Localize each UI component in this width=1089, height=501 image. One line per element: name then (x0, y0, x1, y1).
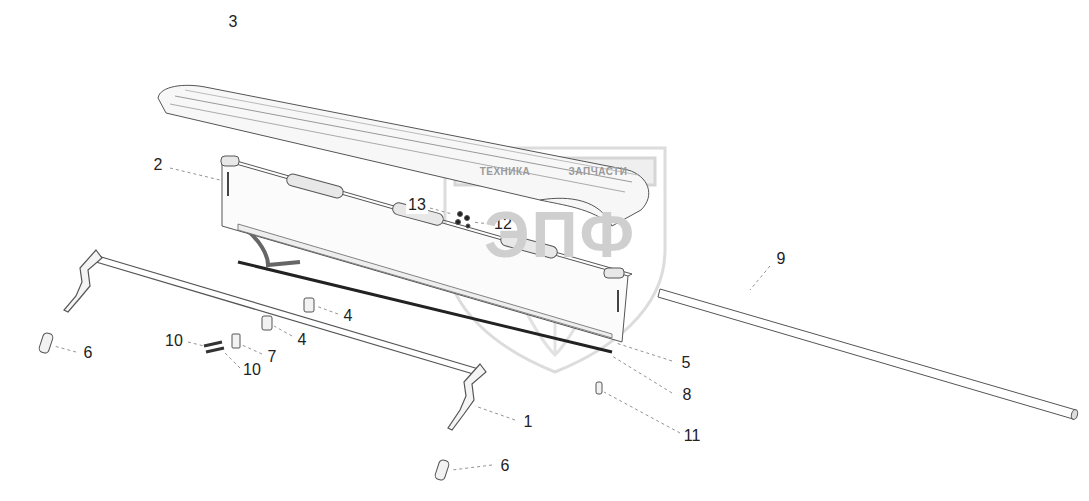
panel-part-piece (604, 268, 624, 278)
small-parts-piece (262, 316, 272, 330)
callout-number: 6 (499, 457, 512, 475)
leader-lines-piece (452, 465, 492, 470)
strip-parts-piece (238, 262, 612, 352)
leader-lines-piece (475, 406, 515, 420)
leader-lines-piece (170, 168, 220, 180)
frame-part-piece (448, 364, 486, 430)
callout-number: 6 (82, 344, 95, 362)
panel-part-piece (465, 216, 470, 221)
leader-lines-piece (612, 356, 672, 393)
callout-number: 10 (163, 332, 185, 350)
callout-number: 10 (241, 361, 263, 379)
cover-part-piece (185, 90, 638, 175)
panel-part-piece (227, 172, 229, 196)
leader-lines-piece (188, 342, 204, 346)
callout-number: 4 (296, 331, 309, 349)
panel-part-piece (458, 212, 463, 217)
leader-lines-piece (274, 326, 292, 336)
small-parts (38, 298, 602, 481)
small-parts-piece (434, 459, 450, 481)
rod-part-piece (1070, 409, 1079, 420)
leader-lines-piece (616, 343, 672, 361)
callout-number: 8 (681, 386, 694, 404)
panel-part-piece (617, 290, 619, 312)
small-parts-piece (304, 298, 314, 312)
small-parts-piece (232, 334, 240, 348)
leader-lines-piece (242, 345, 262, 354)
watermark: ЭПФ (484, 203, 636, 267)
leader-lines-piece (604, 392, 680, 433)
frame-part-piece (96, 262, 480, 376)
leader-lines (54, 168, 770, 470)
leader-lines-piece (430, 208, 452, 214)
frame-part-piece (64, 250, 102, 312)
watermark: ЗАПЧАСТИ (569, 167, 628, 177)
callout-number: 5 (680, 354, 693, 372)
callout-number: 11 (682, 427, 703, 445)
leader-lines-piece (224, 352, 240, 368)
leader-lines-piece (316, 306, 338, 314)
callout-number: 9 (775, 250, 788, 268)
panel-part-piece (466, 224, 470, 228)
callout-number: 2 (152, 156, 165, 174)
callout-number: 7 (266, 348, 279, 366)
callout-number: 1 (522, 413, 535, 431)
small-parts-piece (38, 332, 54, 354)
small-parts-piece (596, 382, 602, 394)
leader-lines-piece (54, 346, 76, 352)
watermark: ТЕХНИКА (480, 167, 531, 177)
callout-number: 13 (406, 196, 428, 214)
panel-part-piece (456, 220, 461, 225)
frame-part (64, 250, 486, 430)
rod-part-piece (658, 289, 1076, 419)
panel-part-piece (285, 173, 344, 200)
panel-part-piece (221, 156, 239, 166)
leader-lines-piece (750, 266, 770, 290)
callout-number: 4 (342, 307, 355, 325)
frame-part-piece (98, 256, 482, 370)
rod-part (658, 289, 1079, 420)
callout-number: 3 (227, 13, 240, 31)
small-parts-piece (204, 342, 224, 352)
